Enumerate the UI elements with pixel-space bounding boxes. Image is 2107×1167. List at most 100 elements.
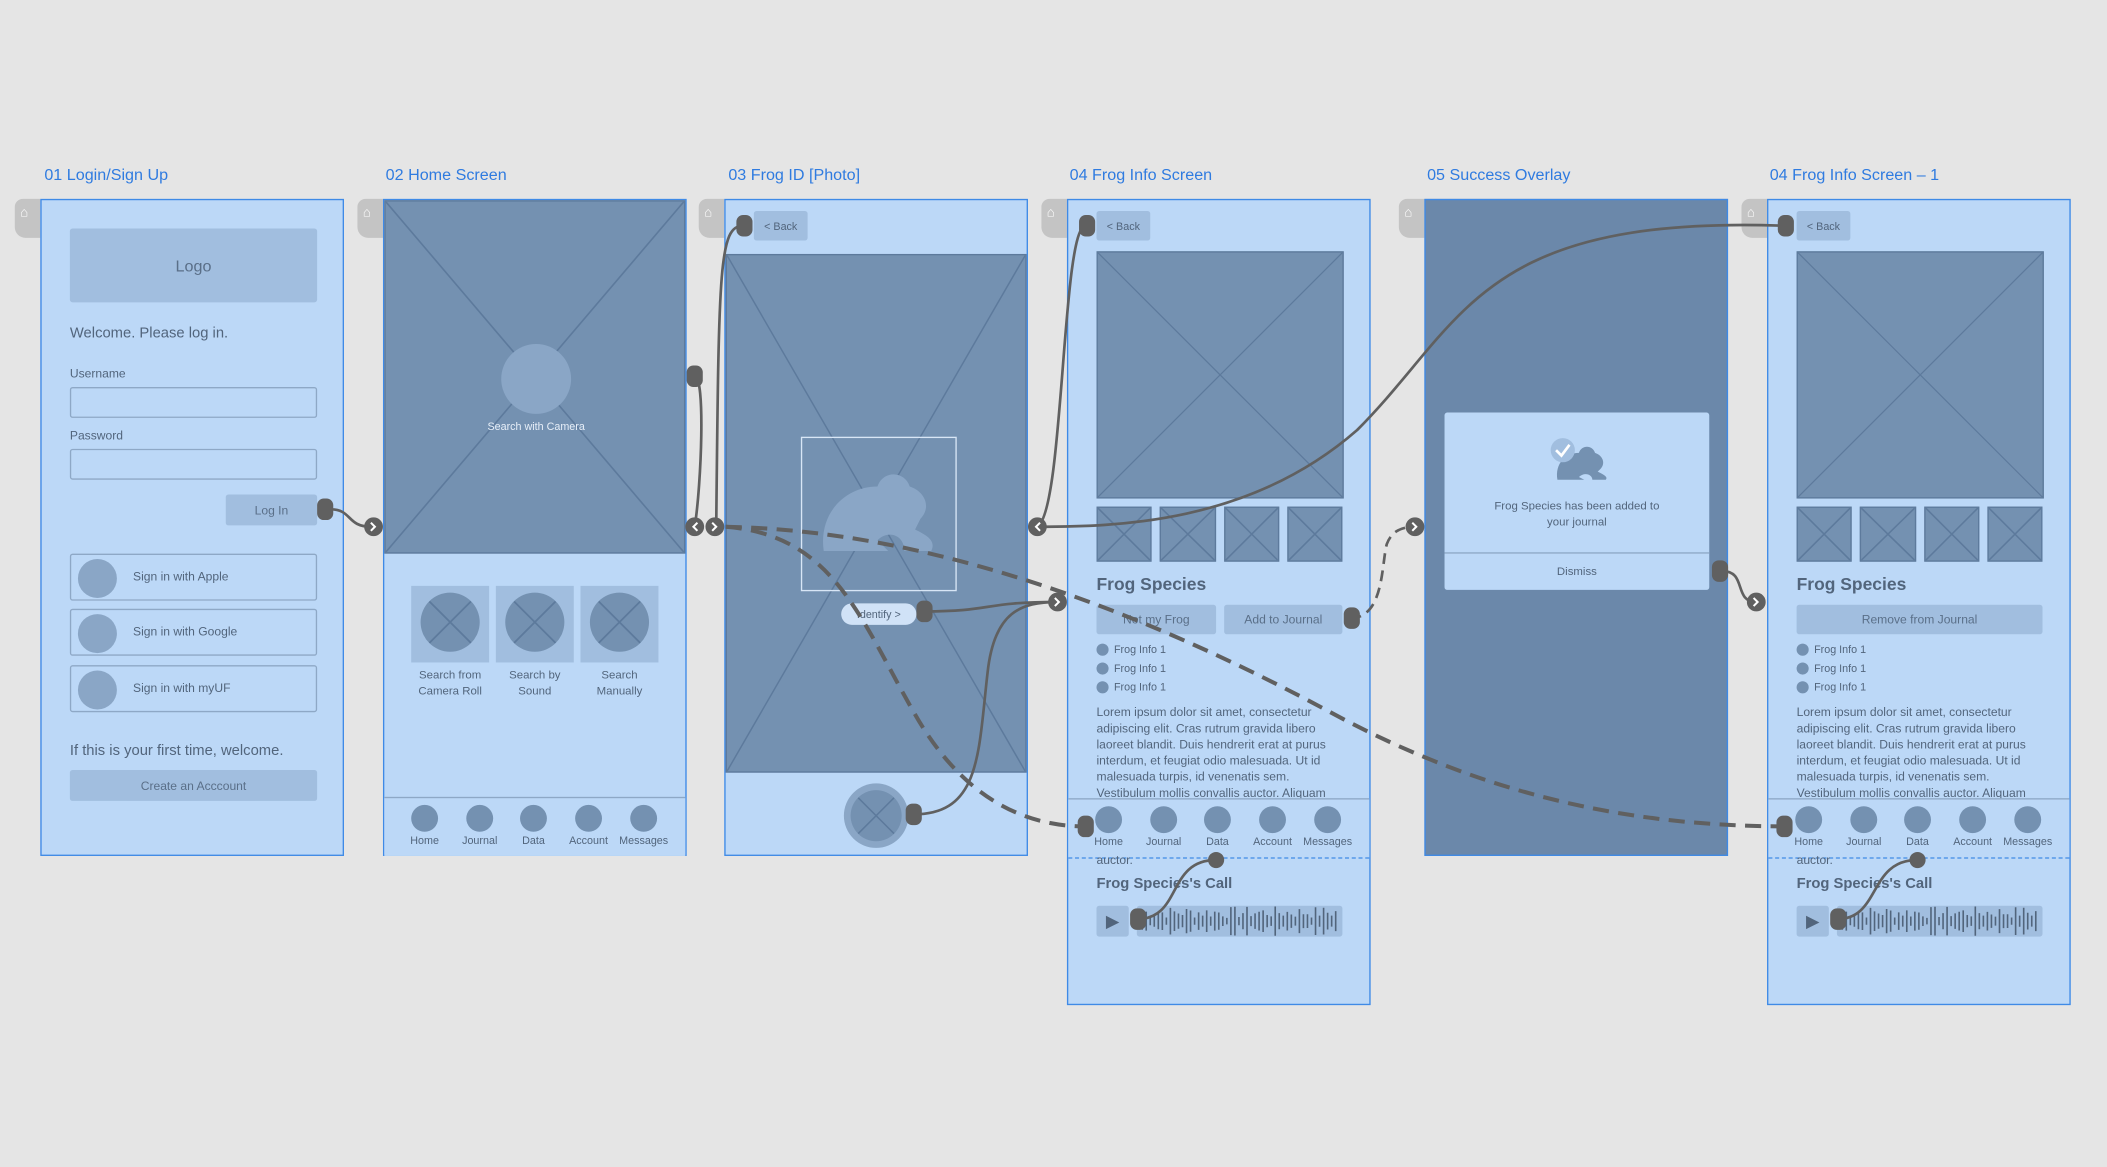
waveform-icon [1141, 906, 1337, 936]
play-button[interactable]: ▶ [1796, 905, 1829, 937]
call-title: Frog Species's Call [1796, 876, 1933, 893]
dismiss-button[interactable]: Dismiss [1556, 564, 1597, 578]
login-button[interactable]: Log In [225, 494, 318, 526]
journal-nav-icon [1850, 806, 1878, 834]
screen-title-frog-info-1: 04 Frog Info Screen – 1 [1769, 165, 1940, 185]
frog-image-placeholder [1796, 251, 2044, 499]
placeholder-icon [505, 592, 565, 652]
username-input[interactable] [69, 387, 318, 418]
shutter-button[interactable] [843, 783, 909, 848]
welcome-text: Welcome. Please log in. [69, 325, 229, 342]
home-icon: ⌂ [1404, 205, 1413, 221]
arrow-right-icon [705, 517, 725, 537]
nav-journal[interactable]: Journal [1137, 806, 1191, 848]
thumbnail[interactable] [1159, 506, 1217, 562]
arrow-right-icon [1746, 592, 1766, 612]
home-tab[interactable]: ⌂ [1398, 198, 1425, 238]
frog-info-screen-1: < Back Frog Species Remove from Journal … [1767, 198, 2071, 1006]
nav-data[interactable]: Data [507, 804, 561, 847]
frog-info-screen: < Back Frog Species Not my Frog Add to J… [1066, 198, 1371, 1006]
audio-waveform[interactable] [1136, 905, 1343, 937]
arrow-left-icon [1027, 517, 1047, 537]
info-bullet-icon [1796, 662, 1809, 676]
audio-waveform[interactable] [1836, 905, 2043, 937]
home-tab[interactable]: ⌂ [698, 198, 725, 238]
description-text: Lorem ipsum dolor sit amet, consectetur … [1796, 705, 2026, 800]
home-tab[interactable]: ⌂ [14, 198, 41, 238]
sign-in-myuf-button[interactable]: Sign in with myUF [69, 665, 318, 713]
home-nav-icon [411, 804, 439, 832]
camera-button[interactable] [501, 344, 572, 414]
identify-button[interactable]: Identify > [841, 603, 917, 625]
myuf-icon [77, 670, 117, 710]
create-account-button[interactable]: Create an Acccount [69, 769, 318, 801]
sign-in-label: Sign in with Google [133, 624, 238, 639]
search-sound-tile[interactable] [495, 585, 574, 663]
nav-data[interactable]: Data [1191, 806, 1245, 848]
search-camera-roll-tile[interactable] [411, 585, 490, 663]
description-tail: auctor. [1796, 853, 1833, 867]
thumbnail[interactable] [1924, 506, 1980, 562]
password-input[interactable] [69, 448, 318, 480]
remove-from-journal-button[interactable]: Remove from Journal [1796, 604, 2043, 635]
nav-account[interactable]: Account [1946, 806, 2000, 848]
frog-check-icon [1550, 438, 1607, 480]
search-manually-tile[interactable] [580, 585, 659, 663]
nav-home[interactable]: Home [1082, 806, 1136, 848]
thumbnail[interactable] [1859, 506, 1917, 562]
nav-messages[interactable]: Messages [2001, 806, 2055, 848]
journal-nav-icon [1150, 806, 1178, 834]
data-nav-icon [520, 804, 547, 832]
back-button[interactable]: < Back [1796, 210, 1851, 241]
back-button[interactable]: < Back [1096, 210, 1151, 241]
info-item: Frog Info 1 [1796, 662, 1866, 676]
home-icon: ⌂ [20, 205, 29, 221]
nav-messages[interactable]: Messages [617, 804, 671, 847]
home-tab[interactable]: ⌂ [357, 198, 383, 238]
camera-viewfinder: Identify > [725, 253, 1027, 773]
arrow-left-icon [685, 517, 705, 537]
nav-account[interactable]: Account [1246, 806, 1300, 848]
nav-data[interactable]: Data [1891, 806, 1945, 848]
first-time-text: If this is your first time, welcome. [69, 743, 284, 760]
sign-in-google-button[interactable]: Sign in with Google [69, 608, 318, 656]
home-tab[interactable]: ⌂ [1041, 198, 1067, 238]
bottom-nav: Home Journal Data Account Messages [1068, 798, 1370, 859]
info-bullet-icon [1796, 681, 1809, 694]
nav-home[interactable]: Home [1782, 806, 1836, 848]
thumbnail[interactable] [1096, 506, 1152, 562]
placeholder-icon [420, 592, 480, 652]
not-my-frog-button[interactable]: Not my Frog [1096, 604, 1217, 635]
frog-image-placeholder [1096, 251, 1344, 499]
species-title: Frog Species [1796, 573, 1907, 594]
home-icon: ⌂ [1046, 205, 1055, 221]
home-tab[interactable]: ⌂ [1741, 198, 1768, 238]
thumbnail[interactable] [1287, 506, 1343, 562]
nav-messages[interactable]: Messages [1301, 806, 1355, 848]
password-label: Password [69, 428, 123, 443]
arrow-right-icon [1405, 517, 1425, 537]
nav-journal[interactable]: Journal [1837, 806, 1891, 848]
nav-home[interactable]: Home [398, 804, 452, 847]
sign-in-apple-button[interactable]: Sign in with Apple [69, 553, 318, 601]
messages-nav-icon [630, 804, 658, 832]
back-button[interactable]: < Back [753, 210, 808, 241]
camera-image-placeholder[interactable]: Search with Camera [384, 200, 686, 554]
description-tail: auctor. [1096, 853, 1133, 867]
frog-id-screen: < Back Identify > [724, 198, 1028, 856]
add-to-journal-button[interactable]: Add to Journal [1224, 604, 1343, 635]
arrow-right-icon [1048, 592, 1067, 612]
thumbnail[interactable] [1224, 506, 1280, 562]
screen-title-frog-info: 04 Frog Info Screen [1069, 165, 1213, 185]
nav-account[interactable]: Account [562, 804, 616, 847]
play-button[interactable]: ▶ [1096, 905, 1129, 937]
nav-journal[interactable]: Journal [453, 804, 507, 847]
username-label: Username [69, 366, 126, 381]
thumbnail[interactable] [1987, 506, 2043, 562]
thumbnail[interactable] [1796, 506, 1852, 562]
info-item: Frog Info 1 [1096, 681, 1166, 694]
connector-plug [686, 365, 703, 387]
